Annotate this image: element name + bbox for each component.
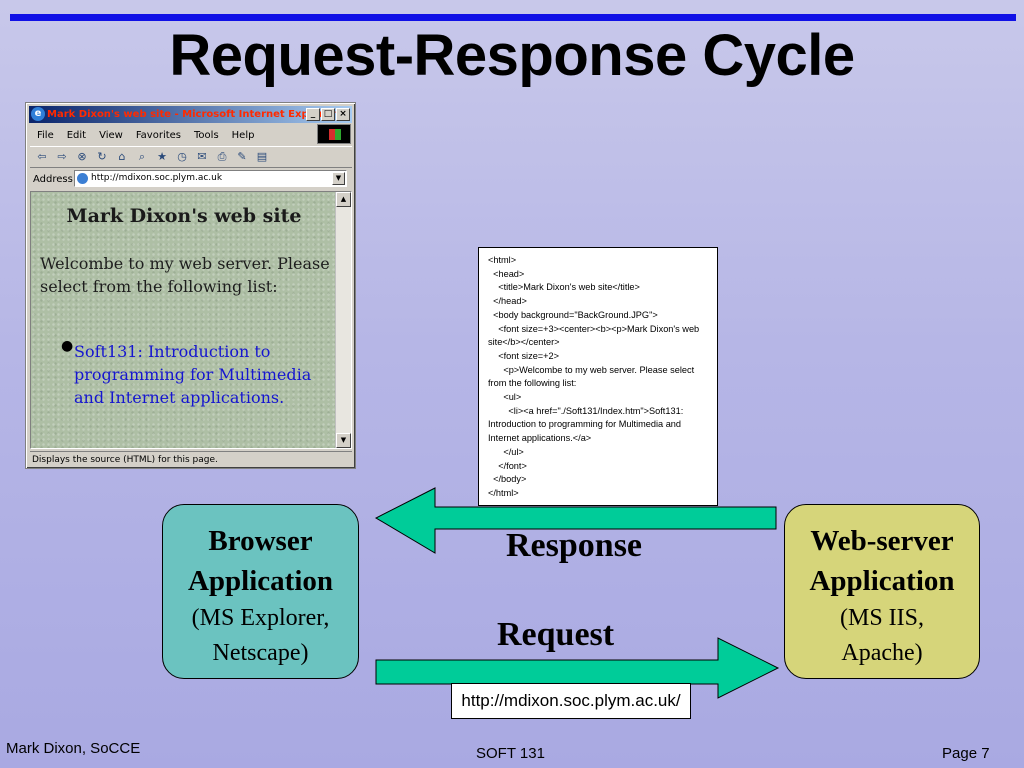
back-icon[interactable]: ⇦ <box>37 150 47 163</box>
mail-icon[interactable]: ✉ <box>197 150 207 163</box>
ie-title-bar: e Mark Dixon's web site - Microsoft Inte… <box>29 106 352 123</box>
bullet-icon: ● <box>61 338 74 354</box>
browser-name-line1: Browser <box>208 525 313 557</box>
minimize-icon[interactable]: _ <box>306 108 320 121</box>
server-sub-line1: (MS IIS, <box>839 605 924 631</box>
browser-sub-line2: Netscape) <box>212 640 309 666</box>
footer-page-number: Page 7 <box>942 745 990 762</box>
refresh-icon[interactable]: ↻ <box>97 150 107 163</box>
ie-logo-icon: e <box>31 107 45 121</box>
response-label: Response <box>506 527 643 564</box>
footer-course: SOFT 131 <box>476 745 545 762</box>
footer-author: Mark Dixon, SoCCE <box>6 740 141 757</box>
history-icon[interactable]: ◷ <box>177 150 187 163</box>
ie-menu-bar: File Edit View Favorites Tools Help <box>30 125 352 145</box>
menu-view[interactable]: View <box>99 129 123 141</box>
title-rule <box>10 14 1016 21</box>
menu-edit[interactable]: Edit <box>66 129 87 141</box>
browser-application-box: Browser Application (MS Explorer, Netsca… <box>162 504 359 679</box>
scroll-up-icon[interactable]: ▲ <box>336 192 351 207</box>
address-bar: Address http://mdixon.soc.plym.ac.uk ▼ <box>30 169 352 189</box>
ie-page-content: Mark Dixon's web site Welcombe to my web… <box>30 191 352 449</box>
server-application-box: Web-server Application (MS IIS, Apache) <box>784 504 980 679</box>
slide-title: Request-Response Cycle <box>169 23 855 88</box>
windows-logo-icon <box>317 124 351 144</box>
request-url-box: http://mdixon.soc.plym.ac.uk/ <box>451 683 691 719</box>
search-icon[interactable]: ⌕ <box>138 150 146 163</box>
ie-toolbar: ⇦ ⇨ ⊗ ↻ ⌂ ⌕ ★ ◷ ✉ ⎙ ✎ ▤ <box>30 146 352 168</box>
discuss-icon[interactable]: ▤ <box>256 150 268 163</box>
print-icon[interactable]: ⎙ <box>217 150 227 163</box>
window-controls: _ □ × <box>306 108 350 121</box>
page-icon <box>77 173 88 184</box>
menu-tools[interactable]: Tools <box>194 129 219 141</box>
browser-name-line2: Application <box>187 565 334 597</box>
request-label: Request <box>497 616 615 653</box>
html-source-box: <html> <head> <title>Mark Dixon's web si… <box>478 247 718 506</box>
scroll-down-icon[interactable]: ▼ <box>336 433 351 448</box>
page-text: Welcombe to my web server. Please select… <box>40 254 330 296</box>
chevron-down-icon[interactable]: ▼ <box>332 172 345 185</box>
close-icon[interactable]: × <box>336 108 350 121</box>
browser-sub-line1: (MS Explorer, <box>191 605 330 631</box>
forward-icon[interactable]: ⇨ <box>57 150 67 163</box>
address-label: Address <box>33 173 73 185</box>
server-sub-line2: Apache) <box>841 640 923 666</box>
menu-favorites[interactable]: Favorites <box>135 129 182 141</box>
vertical-scrollbar[interactable]: ▲ ▼ <box>335 192 351 448</box>
home-icon[interactable]: ⌂ <box>118 150 126 163</box>
menu-file[interactable]: File <box>37 129 54 141</box>
address-value: http://mdixon.soc.plym.ac.uk <box>91 173 223 183</box>
server-name-line1: Web-server <box>810 525 954 557</box>
ie-window-title: Mark Dixon's web site - Microsoft Intern… <box>47 109 336 120</box>
menu-help[interactable]: Help <box>231 129 255 141</box>
ie-window: e Mark Dixon's web site - Microsoft Inte… <box>25 102 356 469</box>
maximize-icon[interactable]: □ <box>321 108 335 121</box>
stop-icon[interactable]: ⊗ <box>77 150 87 163</box>
server-name-line2: Application <box>809 565 955 597</box>
edit-icon[interactable]: ✎ <box>237 150 247 163</box>
status-bar: Displays the source (HTML) for this page… <box>30 451 352 467</box>
address-input[interactable]: http://mdixon.soc.plym.ac.uk ▼ <box>74 170 347 187</box>
page-link[interactable]: Soft131: Introduction to programming for… <box>74 342 312 407</box>
page-heading: Mark Dixon's web site <box>66 205 302 227</box>
favorites-icon[interactable]: ★ <box>157 150 167 163</box>
